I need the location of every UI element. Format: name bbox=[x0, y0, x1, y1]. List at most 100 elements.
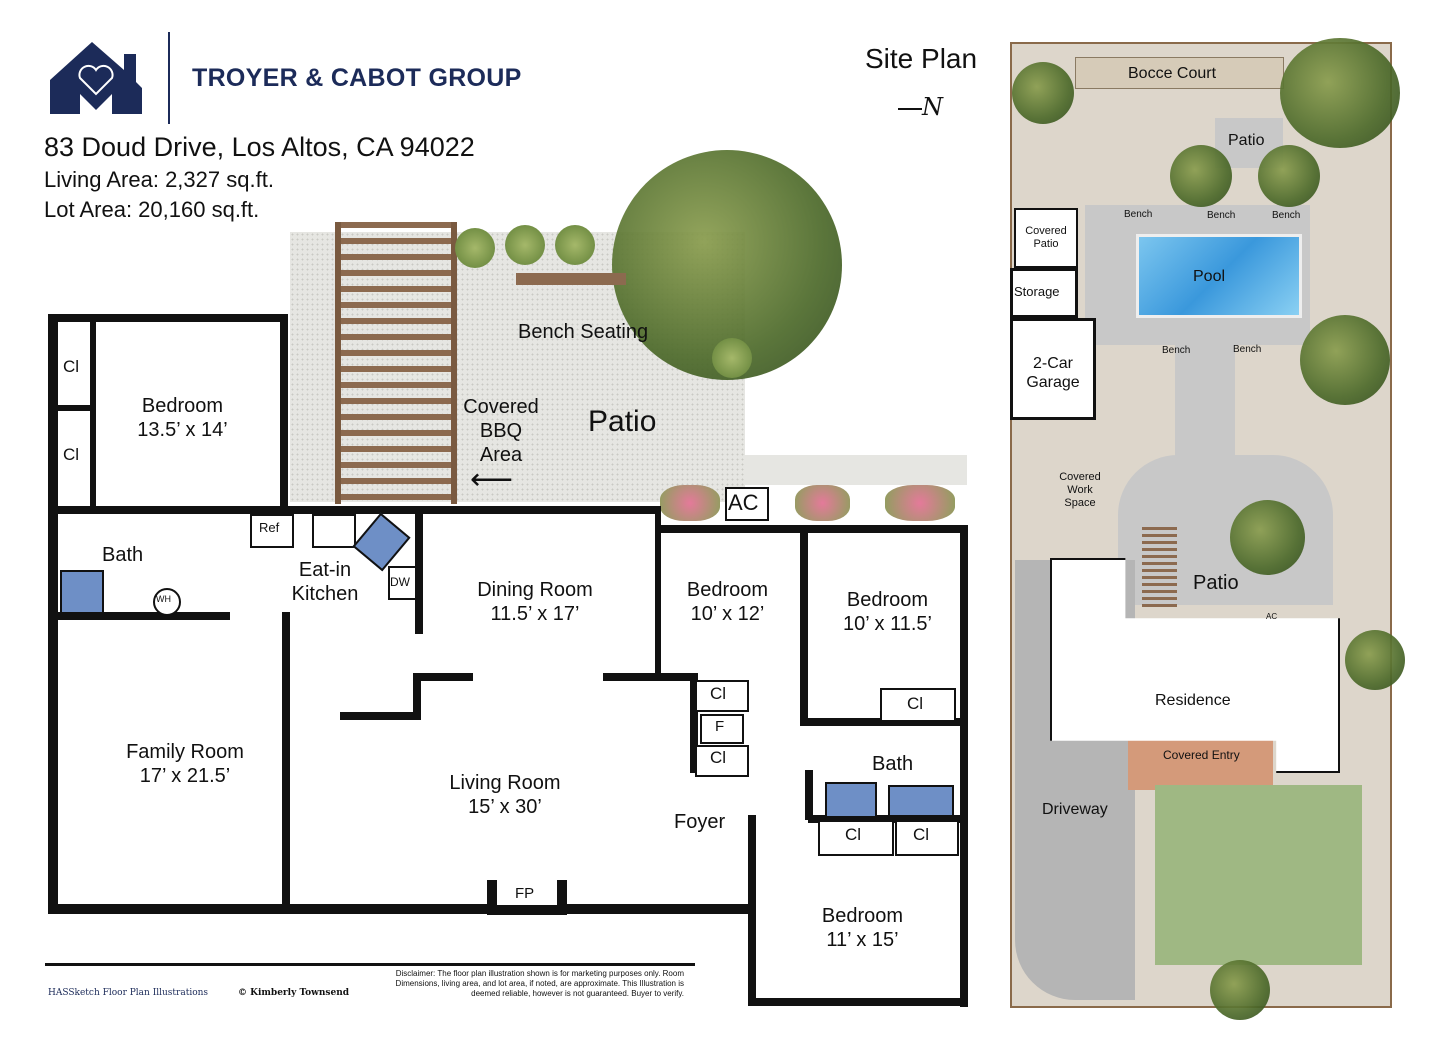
tree bbox=[1300, 315, 1390, 405]
pergola bbox=[335, 222, 457, 504]
dw-label: DW bbox=[390, 575, 410, 589]
brand-divider bbox=[168, 32, 170, 124]
ac-unit bbox=[725, 487, 769, 521]
arrow-left-icon: ⟵ bbox=[470, 463, 514, 496]
wall bbox=[282, 612, 290, 912]
bocce-label: Bocce Court bbox=[1128, 65, 1217, 82]
wall bbox=[48, 612, 230, 620]
wall bbox=[48, 904, 748, 914]
wall bbox=[413, 673, 473, 681]
shower bbox=[825, 782, 877, 818]
wall bbox=[960, 525, 968, 1007]
covered-patio bbox=[1014, 208, 1078, 268]
credit: © Kimberly Townsend bbox=[238, 988, 350, 998]
hassketch-logo: HASSketch Floor Plan Illustrations bbox=[48, 988, 209, 998]
tree bbox=[1170, 145, 1232, 207]
covered-entry-label: Covered Entry bbox=[1163, 748, 1240, 762]
closet-label: Cl bbox=[63, 445, 80, 464]
closet-label: Cl bbox=[907, 694, 924, 713]
site-plan-title: Site Plan bbox=[865, 43, 978, 74]
wall bbox=[808, 815, 963, 823]
north-label: N bbox=[922, 93, 943, 121]
closet-label: Cl bbox=[63, 357, 80, 376]
room-name: Bedroom bbox=[141, 395, 224, 417]
brand-logo-icon bbox=[50, 42, 142, 114]
room-name: Bedroom bbox=[686, 579, 769, 601]
room-size: 10’ x 12’ bbox=[690, 603, 765, 625]
tree bbox=[1345, 630, 1405, 690]
bench-label: Bench bbox=[1233, 344, 1262, 355]
wall bbox=[748, 998, 968, 1006]
garage-label: 2-Car Garage bbox=[1026, 355, 1080, 392]
water-heater bbox=[153, 588, 181, 616]
tree bbox=[1258, 145, 1320, 207]
room-bath-w: Bath bbox=[102, 544, 144, 566]
wall bbox=[413, 675, 421, 720]
room-name: Bedroom bbox=[821, 905, 904, 927]
wall bbox=[280, 314, 288, 514]
patio-mid bbox=[1142, 527, 1177, 607]
disclaimer: Disclaimer: The floor plan illustration … bbox=[395, 969, 684, 998]
bench-label: Bench bbox=[1162, 345, 1191, 356]
bench-seating-label: Bench Seating bbox=[518, 321, 649, 343]
wall bbox=[805, 770, 813, 820]
closet bbox=[695, 745, 749, 777]
living-area: Living Area: 2,327 sq.ft. bbox=[44, 167, 274, 192]
covered-patio-label: Covered Patio bbox=[1025, 225, 1067, 251]
wall bbox=[748, 815, 756, 1005]
room-size: 10’ x 11.5’ bbox=[843, 613, 932, 635]
covered-entry bbox=[1128, 740, 1273, 790]
shrub bbox=[555, 225, 595, 265]
flower-bed bbox=[795, 485, 850, 521]
wall bbox=[800, 525, 808, 725]
room-size: 11’ x 15’ bbox=[826, 929, 899, 951]
wh-label: WH bbox=[156, 594, 171, 604]
tree bbox=[1280, 38, 1400, 148]
lawn bbox=[1155, 785, 1362, 965]
north-arrow-icon: N bbox=[898, 94, 956, 120]
room-bath-e: Bath bbox=[872, 753, 914, 775]
room-name: Family Room bbox=[126, 741, 244, 763]
residence-label: Residence bbox=[1155, 692, 1231, 709]
closet-label: Cl bbox=[710, 684, 727, 703]
range bbox=[312, 514, 356, 548]
room-name: Bedroom bbox=[846, 589, 929, 611]
refrigerator bbox=[250, 514, 294, 548]
dishwasher bbox=[388, 566, 417, 600]
tree bbox=[1230, 500, 1305, 575]
wall bbox=[58, 405, 94, 411]
patio-top-label: Patio bbox=[1228, 132, 1265, 149]
wall bbox=[690, 673, 698, 773]
shrub bbox=[505, 225, 545, 265]
wall bbox=[800, 718, 965, 726]
room-name: Dining Room bbox=[477, 579, 593, 601]
wall bbox=[90, 322, 96, 507]
room-size: 15’ x 30’ bbox=[468, 796, 542, 818]
wall bbox=[655, 506, 661, 674]
room-size: 13.5’ x 14’ bbox=[137, 419, 228, 441]
tree bbox=[1210, 960, 1270, 1020]
flower-bed bbox=[885, 485, 955, 521]
covered-work-label: Covered Work Space bbox=[1059, 471, 1101, 510]
bocce-court bbox=[1075, 57, 1284, 89]
bench-label: Bench bbox=[1272, 210, 1301, 221]
room-kitchen: Eat-in Kitchen bbox=[291, 559, 359, 605]
pool bbox=[1136, 234, 1302, 318]
linen-closet bbox=[700, 714, 744, 744]
patio-mid-label: Patio bbox=[1193, 572, 1239, 594]
closet-label: Cl bbox=[913, 825, 930, 844]
closet-label: Cl bbox=[710, 748, 727, 767]
fireplace-label: FP bbox=[515, 885, 535, 902]
patio-label: Patio bbox=[588, 405, 657, 438]
room-name: Living Room bbox=[449, 772, 561, 794]
closet-label: Cl bbox=[845, 825, 862, 844]
brand-name: TROYER & CABOT GROUP bbox=[192, 64, 522, 92]
room-size: 17’ x 21.5’ bbox=[139, 765, 231, 787]
